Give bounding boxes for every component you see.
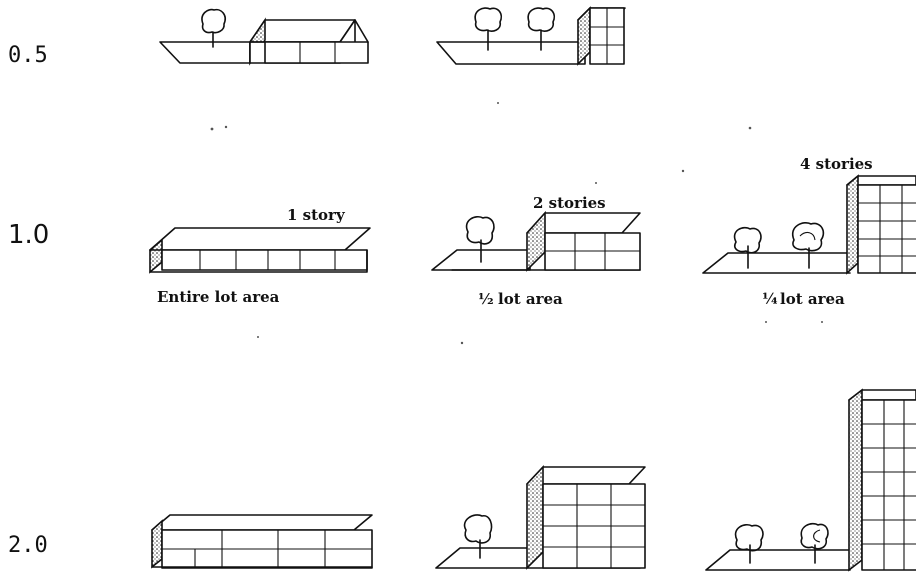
annotation-one-story: 1 story — [287, 206, 346, 224]
annotation-two-stories: 2 stories — [533, 194, 606, 212]
row-1-0-scenario-c: 4 stories ¼ lot area — [703, 155, 916, 308]
lot-ground — [160, 42, 250, 63]
far-label-2-0: 2.0 — [8, 533, 48, 558]
building — [578, 8, 625, 64]
lot-ground — [706, 550, 850, 570]
row-0-5-scenario-a — [160, 10, 368, 63]
annotation-half-lot: lot area — [498, 290, 563, 308]
tree-icon — [801, 524, 828, 563]
tree-icon — [528, 8, 554, 50]
building — [527, 467, 645, 568]
lot-ground — [703, 253, 850, 273]
building — [527, 213, 640, 270]
tree-icon — [736, 525, 763, 563]
far-label-0-5: 0.5 — [8, 43, 48, 68]
tree-icon — [465, 515, 492, 558]
tree-icon — [467, 217, 494, 262]
building — [150, 228, 370, 272]
annotation-half-fraction: ½ — [478, 290, 494, 308]
building — [849, 390, 916, 570]
tree-icon — [475, 8, 501, 50]
tree-icon — [793, 223, 824, 268]
row-2-0-scenario-c — [706, 390, 916, 570]
row-1-0-scenario-a: 1 story Entire lot area — [150, 206, 370, 306]
tree-icon — [735, 228, 761, 268]
annotation-four-stories: 4 stories — [800, 155, 873, 173]
building — [152, 515, 372, 568]
far-label-1-0: 1.0 — [8, 220, 49, 250]
row-2-0-scenario-b — [436, 467, 645, 568]
annotation-entire-lot: Entire lot area — [157, 288, 280, 306]
building — [250, 20, 368, 63]
building — [847, 176, 916, 273]
row-1-0-scenario-b: 2 stories ½ lot area — [432, 194, 640, 308]
annotation-quarter-fraction: ¼ — [762, 290, 778, 308]
lot-ground — [437, 42, 585, 64]
row-0-5-scenario-b — [437, 8, 625, 64]
row-2-0-scenario-a — [152, 515, 372, 568]
annotation-quarter-lot: lot area — [780, 290, 845, 308]
